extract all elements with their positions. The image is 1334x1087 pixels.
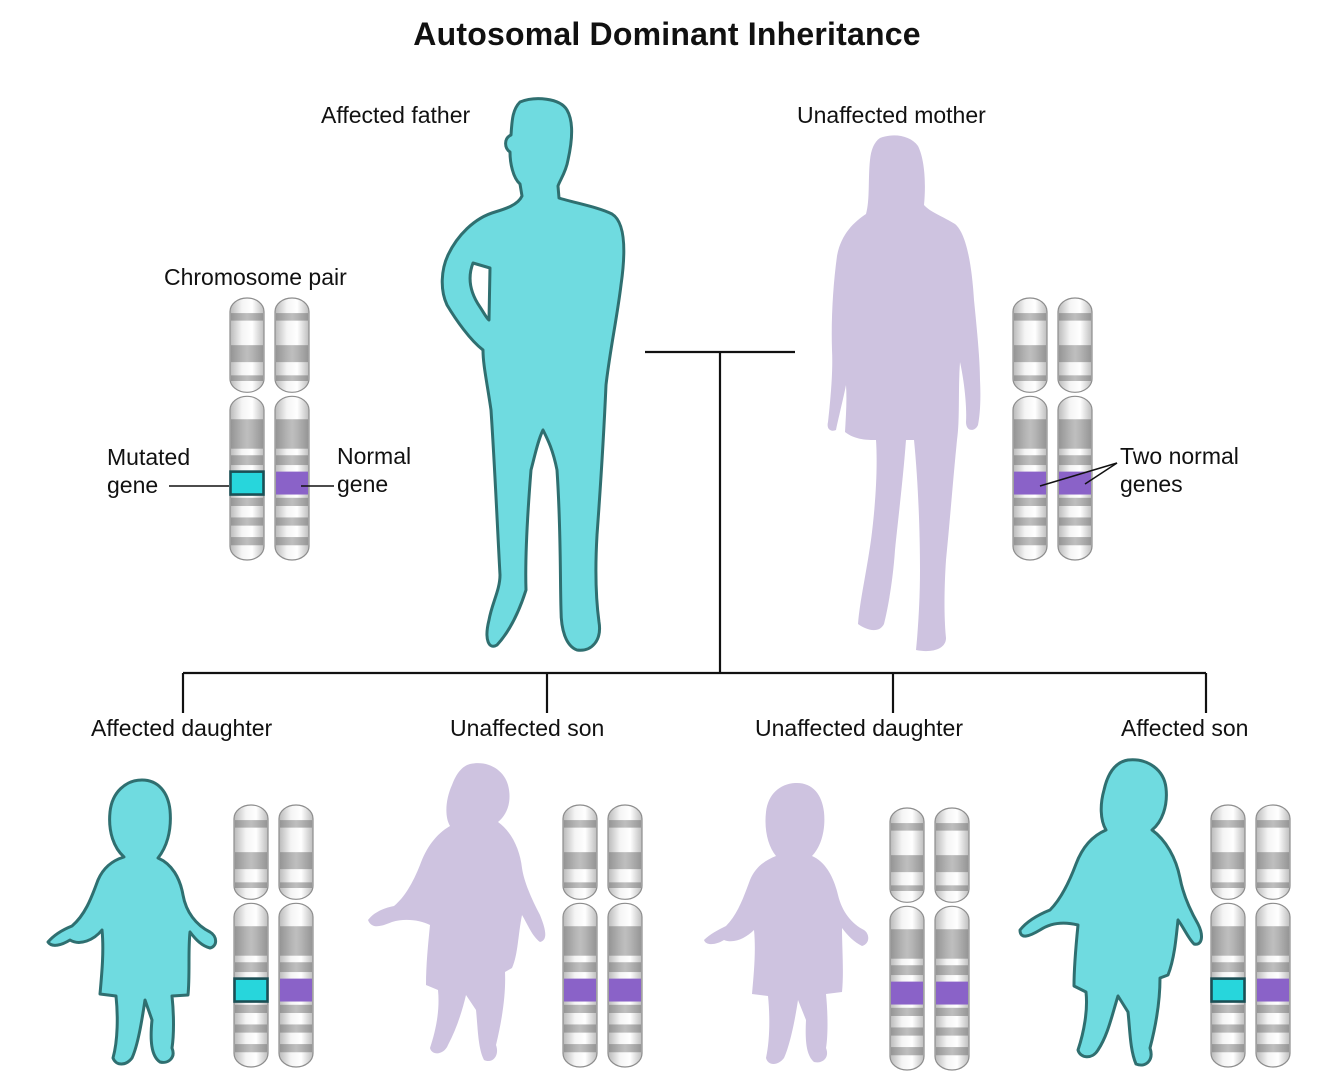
two-normal-leader-2 xyxy=(1084,462,1118,485)
unaffected-daughter-chromosome-pair-right xyxy=(934,807,970,1071)
mutated-gene-label-2: gene xyxy=(107,472,159,498)
unaffected-mother-figure xyxy=(827,135,981,652)
pedigree-lines xyxy=(181,350,1208,713)
normal-gene-band xyxy=(564,978,596,1002)
mutated-gene-label-1: Mutated xyxy=(107,444,191,470)
mutated-gene-band xyxy=(229,470,265,496)
father-label: Affected father xyxy=(321,102,471,128)
affected-father-figure xyxy=(440,97,626,652)
normal-gene-band xyxy=(280,978,312,1002)
unaffected-daughter-figure xyxy=(704,782,869,1064)
unaffected-daughter-chromosome-pair-left xyxy=(889,807,925,1071)
father-chromosome-pair-right xyxy=(274,297,310,561)
chromosome-pair-label: Chromosome pair xyxy=(164,264,347,290)
child-label-affected-daughter: Affected daughter xyxy=(91,715,273,741)
father-chromosome-pair-left xyxy=(229,297,265,561)
child-label-affected-son: Affected son xyxy=(1121,715,1249,741)
unaffected-son-chromosome-pair-left xyxy=(562,804,598,1068)
mother-chromosome-pair-right xyxy=(1057,297,1093,561)
mutated-gene-band xyxy=(233,977,269,1003)
normal-gene-band xyxy=(276,471,308,495)
affected-son-chromosome-pair-left xyxy=(1210,804,1246,1068)
child-label-unaffected-son: Unaffected son xyxy=(450,715,605,741)
normal-gene-band xyxy=(609,978,641,1002)
affected-son-chromosome-pair-right xyxy=(1255,804,1291,1068)
normal-gene-band xyxy=(936,981,968,1005)
normal-gene-band xyxy=(891,981,923,1005)
two-normal-genes-label-2: genes xyxy=(1120,471,1183,497)
leader-lines xyxy=(169,462,1118,487)
two-normal-leader-1 xyxy=(1039,462,1118,487)
normal-gene-label-2: gene xyxy=(337,471,389,497)
child-label-unaffected-daughter: Unaffected daughter xyxy=(755,715,964,741)
mother-label: Unaffected mother xyxy=(797,102,986,128)
diagram-title: Autosomal Dominant Inheritance xyxy=(413,16,921,52)
two-normal-genes-label-1: Two normal xyxy=(1120,443,1239,469)
mutated-gene-band xyxy=(1210,977,1246,1003)
unaffected-son-figure xyxy=(368,763,546,1062)
normal-gene-band xyxy=(1257,978,1289,1002)
unaffected-son-chromosome-pair-right xyxy=(607,804,643,1068)
affected-daughter-chromosome-pair-right xyxy=(278,804,314,1068)
chromosomes-layer xyxy=(229,297,1291,1071)
normal-gene-band xyxy=(1014,471,1046,495)
mother-chromosome-pair-left xyxy=(1012,297,1048,561)
affected-daughter-figure xyxy=(46,778,218,1066)
normal-gene-label-1: Normal xyxy=(337,443,412,469)
affected-daughter-chromosome-pair-left xyxy=(233,804,269,1068)
affected-son-figure xyxy=(1018,758,1203,1067)
